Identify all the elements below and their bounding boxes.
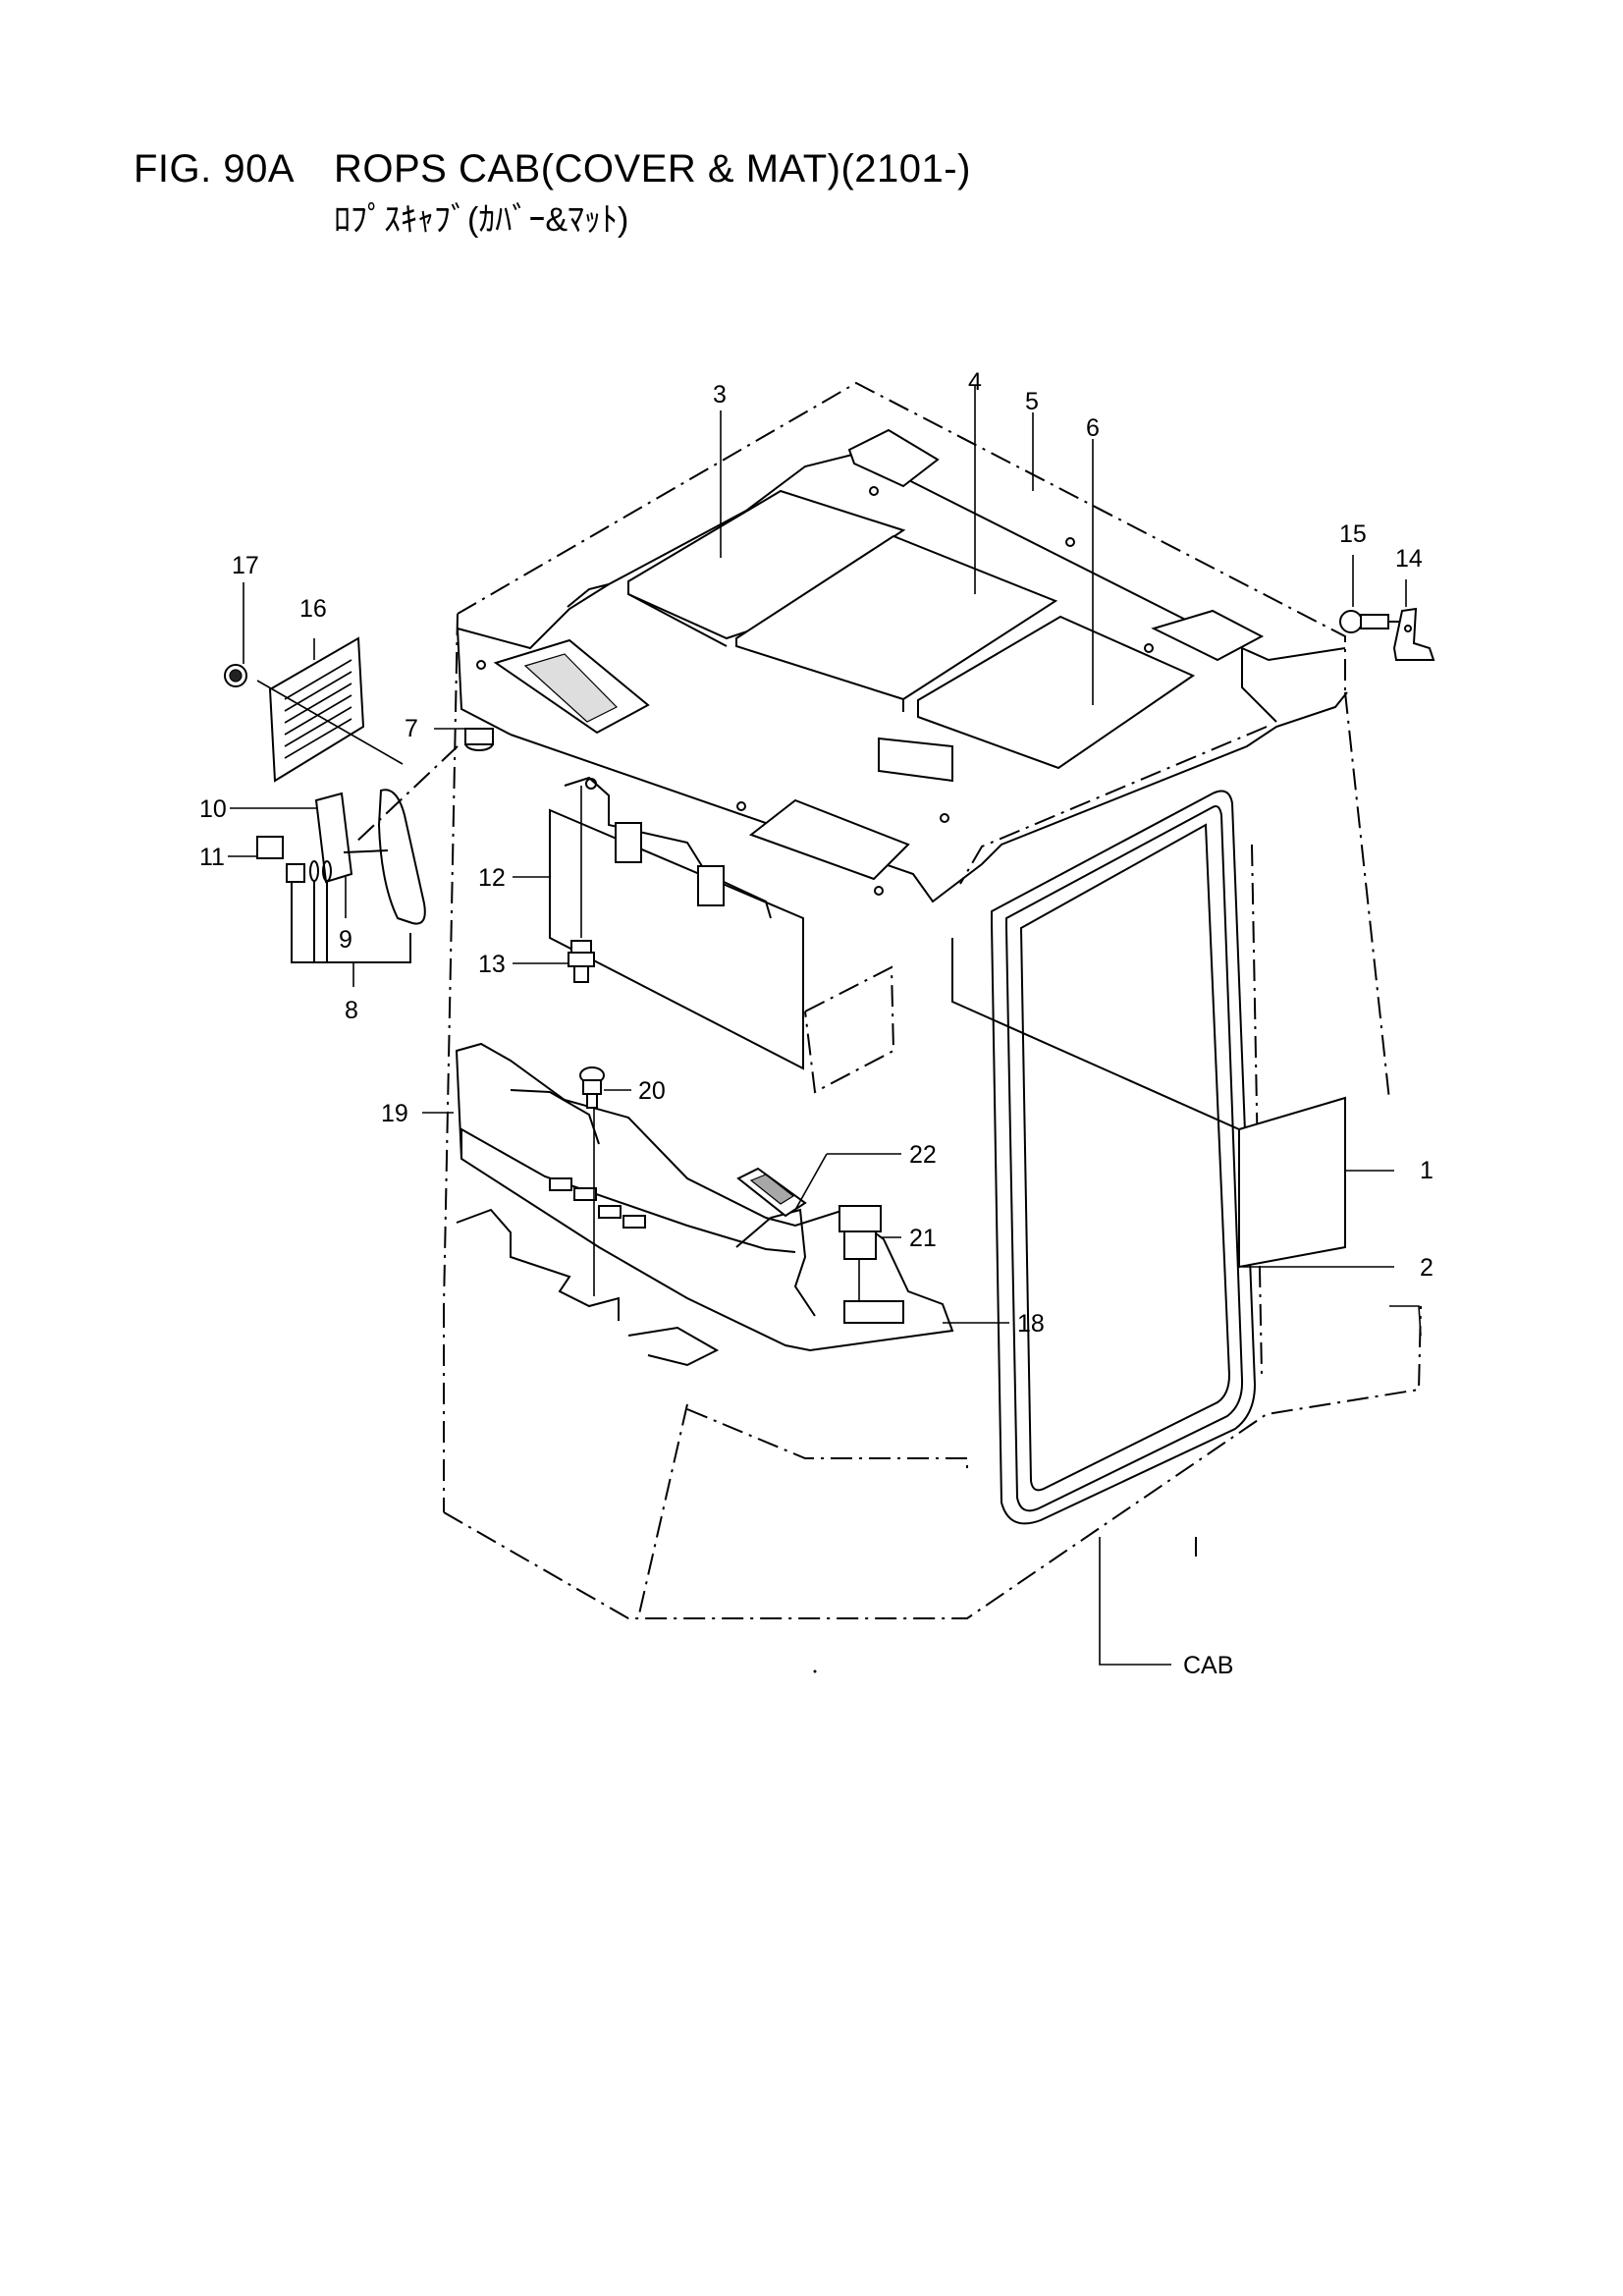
- callout-14: 14: [1395, 545, 1423, 573]
- callout-18: 18: [1017, 1310, 1045, 1338]
- leader-lines: [228, 385, 1407, 1666]
- callout-21: 21: [909, 1225, 937, 1252]
- vent-grille: [224, 636, 404, 783]
- dash-panel: [455, 1042, 954, 1367]
- screw-20: [579, 1066, 605, 1109]
- callout-8: 8: [345, 997, 358, 1024]
- callout-13: 13: [478, 951, 506, 978]
- callout-10: 10: [199, 795, 227, 823]
- callout-17: 17: [232, 552, 259, 579]
- callout-2: 2: [1420, 1254, 1434, 1282]
- callout-labels: 1 2 3 4 5 6 7 8 9 10 11 12 13 14 15 16 1…: [199, 368, 1434, 1679]
- callout-19: 19: [381, 1100, 408, 1127]
- bolt-15: [1339, 610, 1399, 633]
- assembly-label: CAB: [1183, 1652, 1233, 1679]
- figure-number: FIG. 90A: [134, 147, 296, 191]
- callout-6: 6: [1086, 414, 1100, 442]
- diagram-title: ROPS CAB(COVER & MAT)(2101-): [334, 147, 971, 191]
- callout-5: 5: [1025, 388, 1039, 415]
- insulation-panel: [951, 938, 1346, 1269]
- bolt-13: [568, 786, 595, 983]
- cab-outline: [443, 381, 1422, 1619]
- door-seal: [991, 790, 1257, 1525]
- callout-16: 16: [299, 595, 327, 623]
- callout-4: 4: [968, 368, 982, 396]
- side-cover-panel: [549, 776, 895, 1094]
- callout-1: 1: [1420, 1157, 1434, 1184]
- callout-12: 12: [478, 864, 506, 892]
- callout-20: 20: [638, 1077, 666, 1105]
- callout-9: 9: [339, 926, 352, 954]
- plug-7: [464, 728, 494, 751]
- retainer-21: [839, 1205, 882, 1301]
- callout-3: 3: [713, 381, 727, 409]
- callout-7: 7: [405, 715, 418, 742]
- diagram-subtitle: ﾛﾌﾟｽｷｬﾌﾞ(ｶﾊﾞｰ&ﾏｯﾄ): [334, 201, 629, 239]
- mirror-assembly: [256, 745, 459, 963]
- callout-15: 15: [1339, 520, 1367, 548]
- callout-11: 11: [199, 844, 225, 871]
- clip-plate-22: [736, 1167, 807, 1218]
- callout-22: 22: [909, 1141, 937, 1169]
- bracket-14: [1392, 607, 1435, 661]
